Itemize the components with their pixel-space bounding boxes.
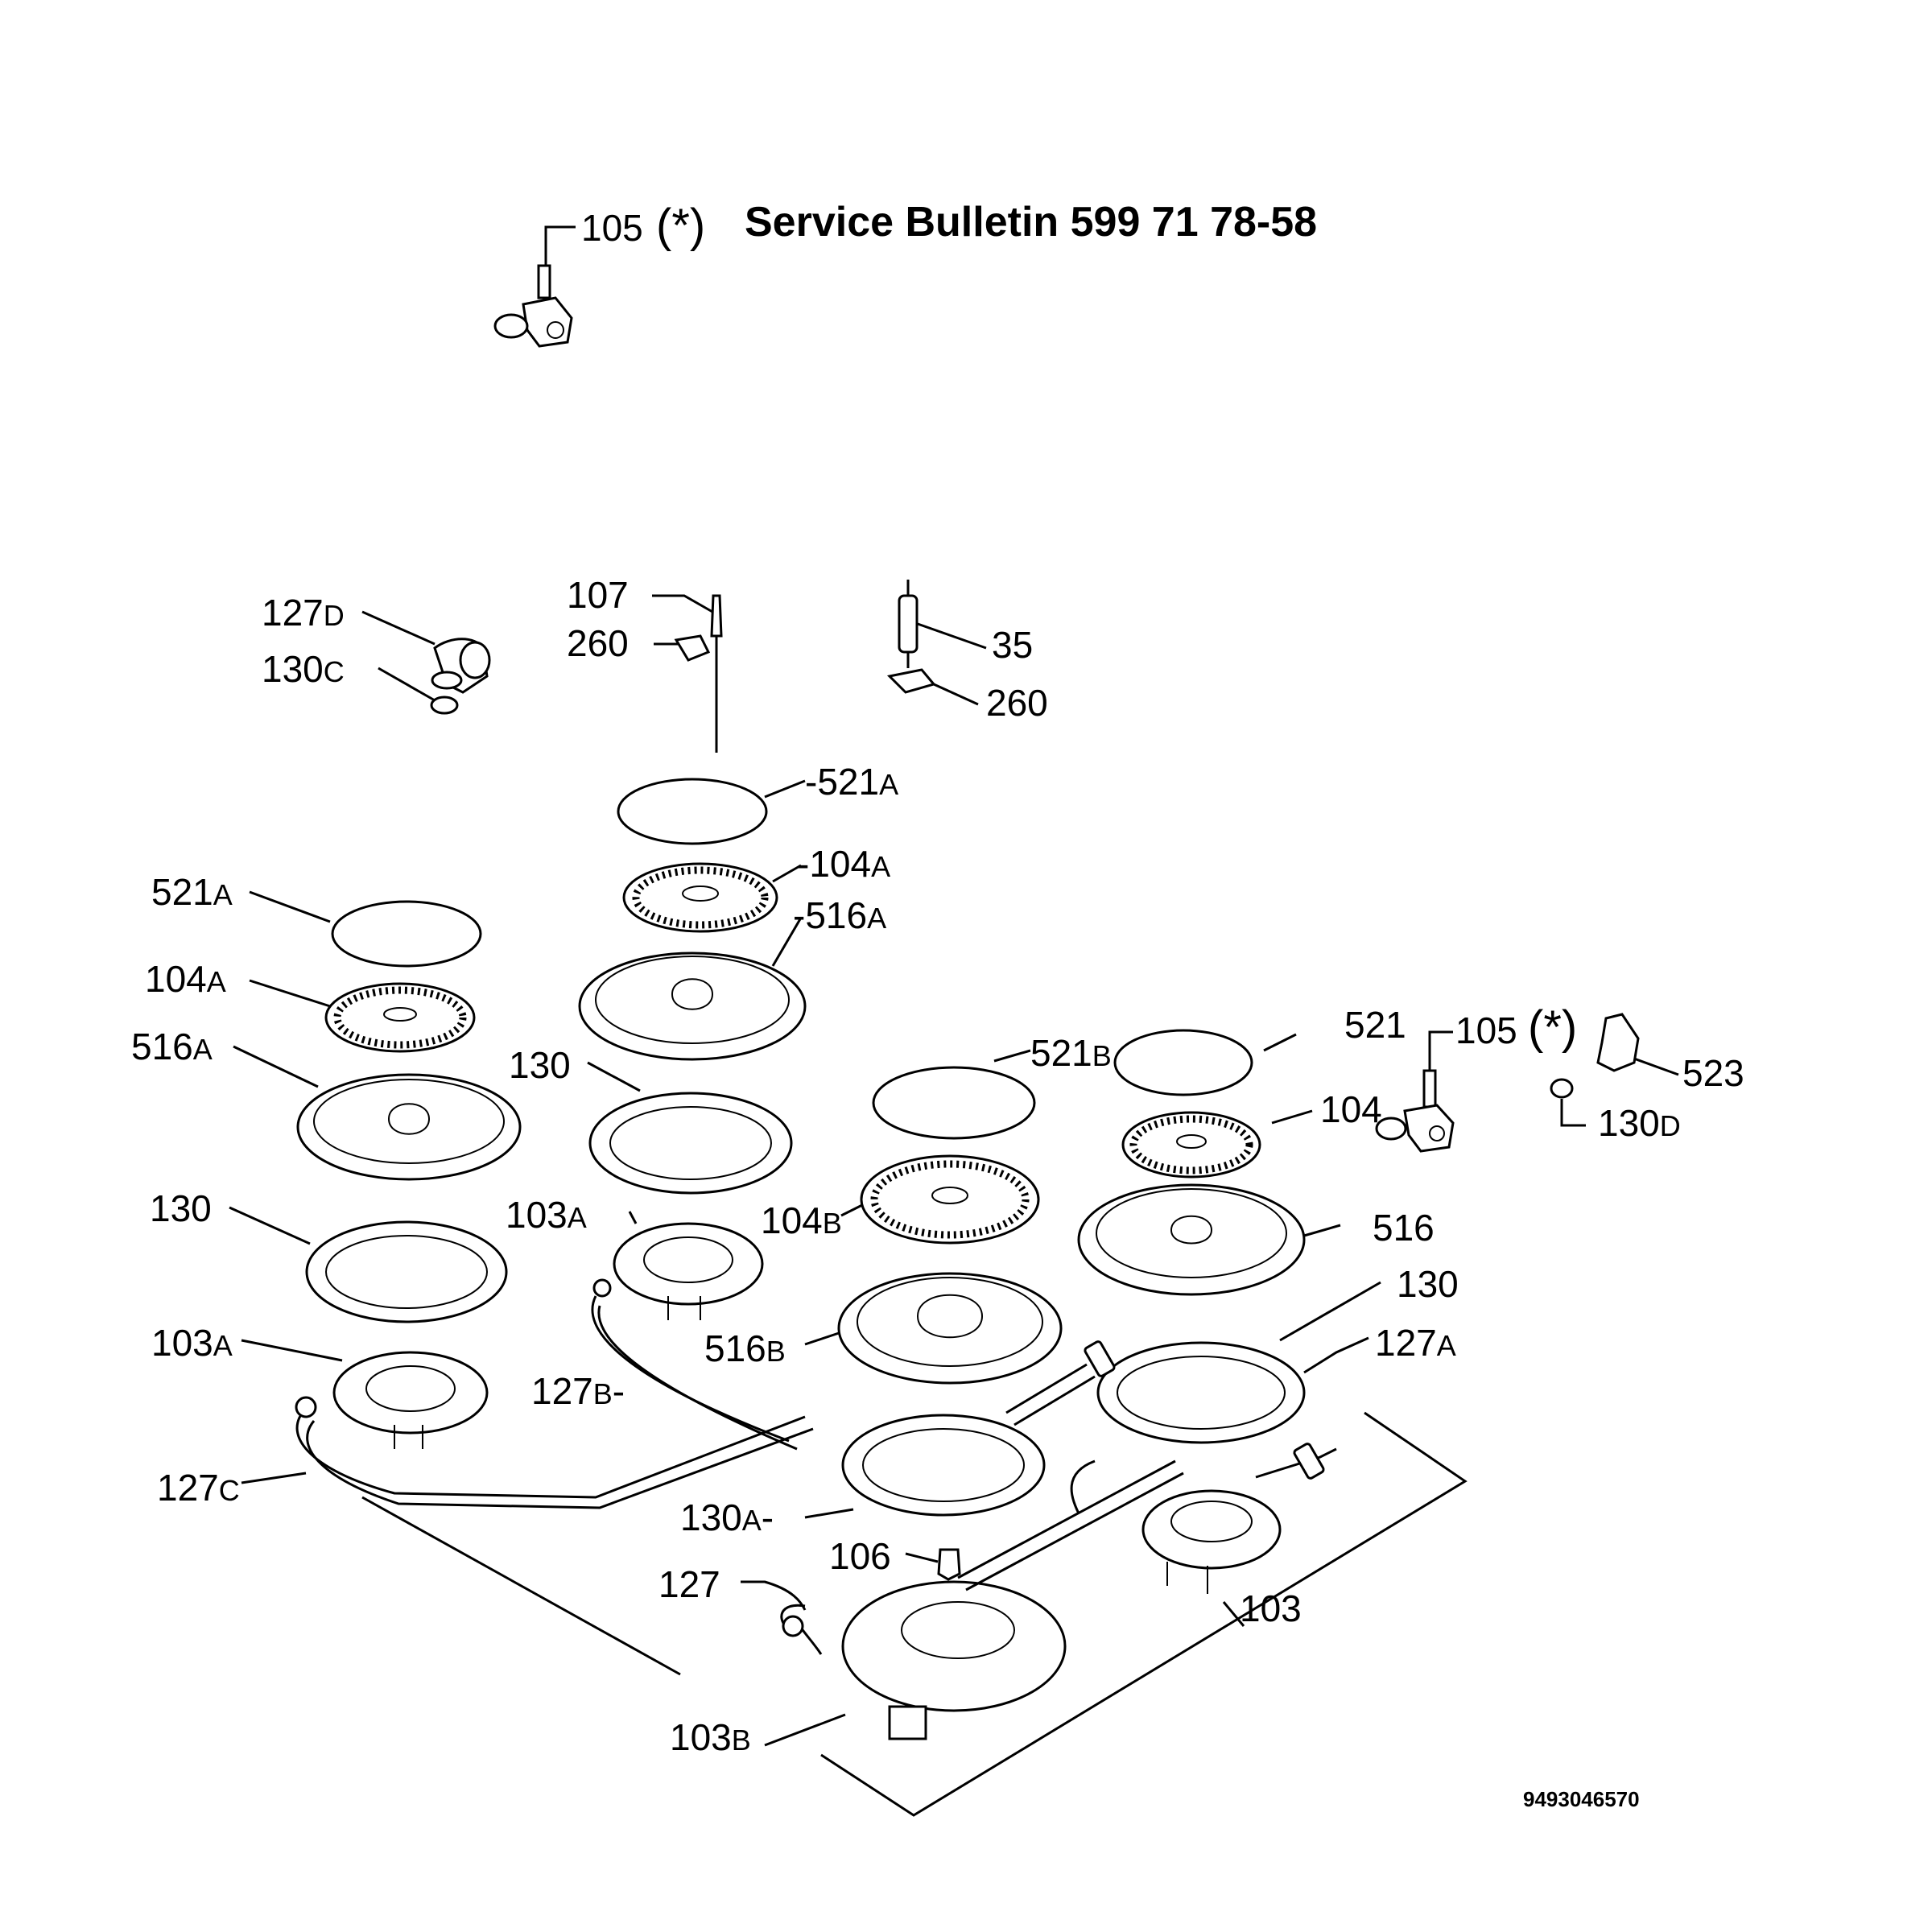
part-label-127b: 127B-: [531, 1370, 625, 1412]
part-label-127d: 127D: [262, 592, 345, 634]
part-label-130-right: 130: [1397, 1263, 1459, 1305]
part-label-127c: 127C: [157, 1467, 240, 1509]
part-label-104a-left: 104A: [145, 958, 226, 1000]
burner-stack-center-top: [578, 778, 807, 1451]
part-label-516a-left: 516A: [131, 1026, 213, 1067]
burner-stack-center-bottom: [741, 1049, 1468, 1817]
part-label-35: 35: [992, 624, 1034, 666]
part-label-103: 103: [1240, 1587, 1302, 1629]
part-label-104b: 104B: [761, 1199, 842, 1241]
part-label-105-right: 105: [1455, 1009, 1517, 1051]
part-label-103a-center: 103A: [506, 1194, 587, 1236]
part-label-127: 127: [658, 1563, 720, 1605]
part-label-521a-center: -521A: [805, 761, 899, 803]
part-label-103a-left: 103A: [151, 1322, 233, 1364]
part-label-521b: 521B: [1030, 1032, 1112, 1074]
page-title: Service Bulletin 599 71 78-58: [745, 199, 1318, 246]
part-label-516a-center: -516A: [793, 894, 887, 936]
thermocouple-107: [652, 594, 723, 753]
spark-electrode-35: [886, 580, 987, 706]
part-label-127a: 127A: [1375, 1322, 1456, 1364]
part-label-104: 104: [1320, 1088, 1382, 1130]
burner-stack-left: [229, 890, 814, 1676]
burner-stack-right: [1005, 1029, 1381, 1627]
part-label-130d: 130D: [1598, 1102, 1681, 1144]
part-label-104a-center: -104A: [797, 843, 891, 885]
part-label-523: 523: [1682, 1052, 1744, 1094]
part-label-516: 516: [1373, 1207, 1435, 1249]
part-label-130-left: 130: [150, 1187, 212, 1229]
part-label-521: 521: [1344, 1004, 1406, 1046]
clip-523: [1550, 1013, 1679, 1127]
part-label-130a: 130A-: [680, 1496, 774, 1538]
note-asterisk-top: (*): [656, 200, 706, 252]
elbow-fitting-127d: [361, 610, 491, 715]
part-label-103b: 103B: [670, 1716, 751, 1758]
part-label-106: 106: [829, 1535, 891, 1577]
part-label-130c: 130C: [262, 648, 345, 690]
part-label-130-center: 130: [509, 1044, 571, 1086]
gas-valve-part-105-right: [1375, 1030, 1455, 1153]
document-number: 9493046570: [1523, 1787, 1640, 1811]
gas-valve-part-105-top: [493, 225, 576, 348]
part-label-260-a: 260: [567, 622, 629, 664]
note-asterisk-right: (*): [1528, 1001, 1578, 1054]
part-label-521a-left: 521A: [151, 871, 233, 913]
part-label-516b: 516B: [704, 1327, 786, 1369]
part-label-260-b: 260: [986, 682, 1048, 724]
part-label-107: 107: [567, 574, 629, 616]
part-label-105-top: 105: [581, 207, 643, 249]
